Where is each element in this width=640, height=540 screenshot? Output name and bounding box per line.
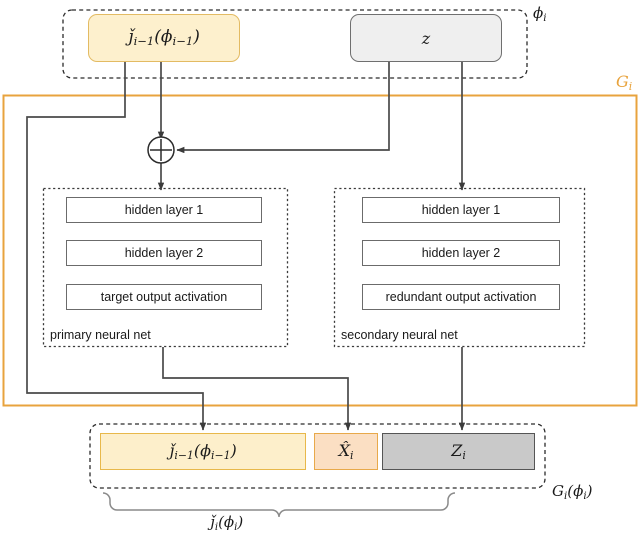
- output-node-g-prev-label: ǰi−1(ϕi−1): [169, 440, 237, 463]
- primary-target-output-activation[interactable]: target output activation: [66, 284, 262, 310]
- node-g-prev-top-label: ǰi−1(ϕi−1): [128, 27, 200, 49]
- wire-z-to-sum: [176, 62, 390, 154]
- secondary-hidden-layer-1[interactable]: hidden layer 1: [362, 197, 560, 223]
- secondary-hidden-layer-2-label: hidden layer 2: [421, 246, 501, 260]
- phi-group-label: ϕi: [533, 4, 547, 24]
- secondary-hidden-layer-2[interactable]: hidden layer 2: [362, 240, 560, 266]
- primary-target-output-activation-label: target output activation: [100, 290, 228, 304]
- node-z-label: z: [421, 28, 431, 48]
- output-node-g-prev[interactable]: ǰi−1(ϕi−1): [100, 433, 306, 470]
- output-brace-label: ǰi(ϕi): [210, 513, 244, 533]
- primary-net-caption: primary neural net: [50, 328, 151, 342]
- wire-primary-to-xhat: [162, 347, 352, 431]
- secondary-net-caption: secondary neural net: [341, 328, 458, 342]
- node-g-prev-top[interactable]: ǰi−1(ϕi−1): [88, 14, 240, 62]
- gi-group-label: Gi: [616, 72, 633, 94]
- node-z[interactable]: z: [350, 14, 502, 62]
- sum-junction-circle: [147, 136, 175, 164]
- output-node-zi-label: Zi: [451, 440, 466, 463]
- primary-hidden-layer-1-label: hidden layer 1: [124, 203, 204, 217]
- secondary-hidden-layer-1-label: hidden layer 1: [421, 203, 501, 217]
- output-brace: [102, 492, 456, 518]
- output-node-xhat-label: X̂i: [338, 440, 354, 463]
- output-node-xhat[interactable]: X̂i: [314, 433, 378, 470]
- primary-hidden-layer-1[interactable]: hidden layer 1: [66, 197, 262, 223]
- output-node-zi[interactable]: Zi: [382, 433, 535, 470]
- output-group-label: Gi(ϕi): [552, 482, 593, 502]
- secondary-redundant-output-activation-label: redundant output activation: [385, 290, 537, 304]
- secondary-redundant-output-activation[interactable]: redundant output activation: [362, 284, 560, 310]
- primary-hidden-layer-2-label: hidden layer 2: [124, 246, 204, 260]
- primary-hidden-layer-2[interactable]: hidden layer 2: [66, 240, 262, 266]
